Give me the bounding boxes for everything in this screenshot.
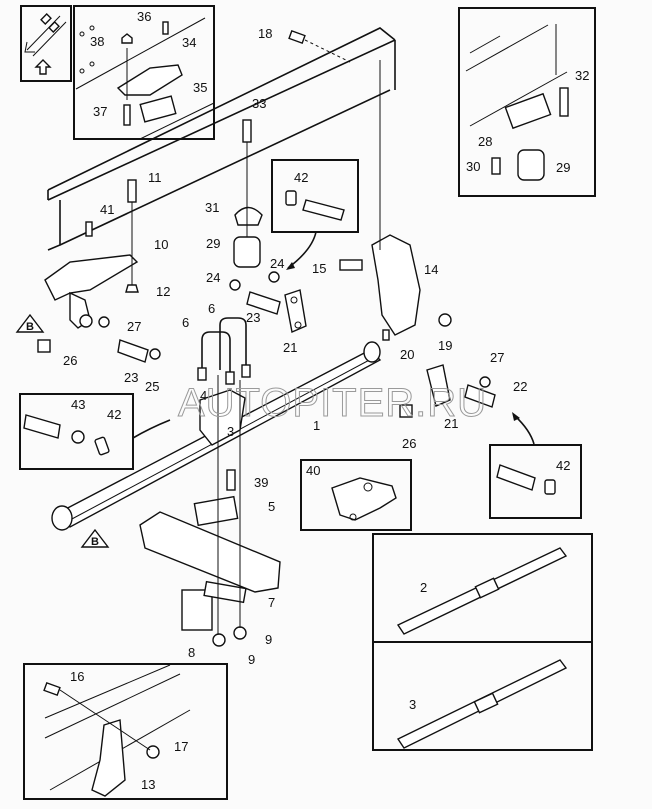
callout-3: 3 (409, 697, 416, 712)
shackle-rear (426, 364, 451, 407)
callout-17: 17 (174, 739, 188, 754)
direction-arrow-icon (24, 13, 67, 57)
callout-39: 39 (254, 475, 268, 490)
callout-32: 32 (575, 68, 589, 83)
warning-triangle-lower-label: B (91, 536, 99, 548)
callout-25: 25 (145, 379, 159, 394)
callout-8: 8 (188, 645, 195, 660)
hose-inset-left (19, 393, 171, 470)
callout-16: 16 (70, 669, 84, 684)
callout-37: 37 (93, 104, 107, 119)
hose-inset-center (271, 159, 359, 270)
callout-42-center: 42 (294, 170, 308, 185)
callout-28: 28 (478, 134, 492, 149)
callout-2: 2 (420, 580, 427, 595)
callout-6-right: 6 (208, 301, 215, 316)
hose-inset-right (489, 412, 582, 519)
callout-24-left: 24 (206, 270, 220, 285)
bushings (117, 291, 496, 408)
callout-13: 13 (141, 777, 155, 792)
callout-21-front: 21 (283, 340, 297, 355)
callout-42-right: 42 (556, 458, 570, 473)
callout-22: 22 (513, 379, 527, 394)
rear-shackle-bracket (339, 60, 421, 336)
callout-23-left: 23 (124, 370, 138, 385)
u-bolts (197, 317, 251, 385)
callout-41: 41 (100, 202, 114, 217)
callout-27-left: 27 (127, 319, 141, 334)
callout-15: 15 (312, 261, 326, 276)
callout-29-main: 29 (206, 236, 220, 251)
callout-31: 31 (205, 200, 219, 215)
callout-labels: 1 2 3 3 4 5 6 6 7 8 9 9 10 11 12 13 14 1… (63, 9, 589, 792)
callout-34: 34 (182, 35, 196, 50)
callout-12: 12 (156, 284, 170, 299)
callout-33: 33 (252, 96, 266, 111)
bump-stop (233, 119, 263, 268)
callout-10: 10 (154, 237, 168, 252)
callout-4: 4 (200, 388, 207, 403)
callout-42-left: 42 (107, 407, 121, 422)
frame-rail (47, 27, 396, 251)
callout-23-center: 23 (246, 310, 260, 325)
bracket-inset-top-left (73, 5, 215, 140)
callout-18: 18 (258, 26, 272, 41)
spring-variant-inset (372, 533, 593, 751)
callout-38: 38 (90, 34, 104, 49)
callout-29-inset: 29 (556, 160, 570, 175)
callout-27-right: 27 (490, 350, 504, 365)
mount-inset-top-right (458, 7, 596, 197)
callout-6-left: 6 (182, 315, 189, 330)
warning-triangle-lower: B (80, 528, 110, 548)
orientation-inset (20, 5, 72, 82)
warning-triangle-upper: B (15, 313, 45, 333)
callout-26-right: 26 (402, 436, 416, 451)
front-hanger-inset (23, 663, 228, 800)
callout-43: 43 (71, 397, 85, 412)
watermark: AUTOPITER.RU (178, 381, 487, 425)
callout-40: 40 (306, 463, 320, 478)
callout-3-main: 3 (227, 424, 234, 439)
hanger-bracket (44, 254, 139, 329)
callout-30: 30 (466, 159, 480, 174)
up-arrow-icon (34, 59, 52, 75)
warning-triangle-upper-label: B (26, 321, 34, 333)
callout-36: 36 (137, 9, 151, 24)
shackle-front (284, 289, 307, 333)
axle (139, 495, 281, 631)
callout-21-rear: 21 (444, 416, 458, 431)
bracket-40-inset (300, 459, 412, 531)
callout-9-lower: 9 (248, 652, 255, 667)
callout-19: 19 (438, 338, 452, 353)
callout-9-upper: 9 (265, 632, 272, 647)
callout-24-right: 24 (270, 256, 284, 271)
callout-11: 11 (148, 170, 162, 185)
callout-35: 35 (193, 80, 207, 95)
callout-7: 7 (268, 595, 275, 610)
callout-1: 1 (313, 418, 320, 433)
callout-5: 5 (268, 499, 275, 514)
callout-20: 20 (400, 347, 414, 362)
fasteners (37, 29, 491, 647)
callout-26-left: 26 (63, 353, 77, 368)
callout-14: 14 (424, 262, 438, 277)
